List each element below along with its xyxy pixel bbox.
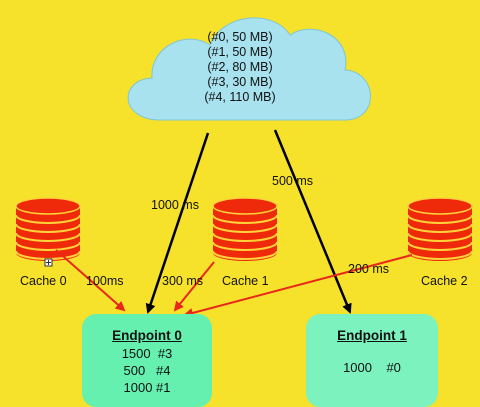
- cache-2-disk-icon: [407, 197, 473, 261]
- anchor-handle-icon: [44, 258, 53, 267]
- disk-ring: [212, 223, 278, 233]
- disk-body: [408, 206, 472, 261]
- cache-1-disk-icon: [212, 197, 278, 261]
- disk-ring: [212, 250, 278, 260]
- disk-top: [15, 197, 81, 215]
- endpoint-0-request-0: 1500 #3: [121, 346, 173, 361]
- cloud-file-2: (#2, 80 MB): [207, 60, 273, 74]
- cloud-file-0: (#0, 50 MB): [207, 30, 273, 44]
- disk-ring: [15, 241, 81, 251]
- disk-ring: [407, 223, 473, 233]
- endpoint-0-request-1: 500 #4: [123, 363, 171, 378]
- cache-1-label: Cache 1: [222, 274, 269, 288]
- disk-ring: [407, 241, 473, 251]
- latency-cache-2: 200 ms: [348, 262, 389, 276]
- cloud-icon: [127, 17, 371, 121]
- endpoint-1-request-0: 1000 #0: [343, 360, 401, 375]
- cloud-file-4: (#4, 110 MB): [204, 90, 276, 104]
- cache-0-disk-icon: [15, 197, 81, 261]
- disk-ring: [15, 232, 81, 242]
- cache-2-label: Cache 2: [421, 274, 468, 288]
- disk-body: [16, 206, 80, 261]
- endpoint-0-title: Endpoint 0: [112, 328, 182, 343]
- arrow-cache-1-to-endpoint-0: [173, 261, 215, 312]
- endpoint-1-box: Endpoint 1 1000 #0: [306, 314, 438, 407]
- latency-cache-1: 300 ms: [162, 274, 203, 288]
- cloud-file-1: (#1, 50 MB): [207, 45, 273, 59]
- cache-0-label: Cache 0: [20, 274, 67, 288]
- endpoint-0-box: Endpoint 0 1500 #3 500 #4 1000 #1: [82, 314, 212, 407]
- endpoint-0-request-2: 1000 #1: [123, 380, 171, 395]
- latency-cloud-endpoint-0: 1000 ms: [151, 198, 199, 212]
- arrow-cloud-to-endpoint-1: [273, 129, 352, 314]
- arrow-cloud-to-endpoint-0: [145, 132, 210, 314]
- arrow-cache-0-to-endpoint-0: [55, 249, 126, 312]
- disk-ring: [212, 214, 278, 224]
- disk-ring: [15, 223, 81, 233]
- cloud-file-3: (#3, 30 MB): [207, 75, 273, 89]
- endpoint-1-title: Endpoint 1: [337, 328, 407, 343]
- disk-ring: [407, 232, 473, 242]
- disk-ring: [15, 214, 81, 224]
- disk-ring: [212, 232, 278, 242]
- disk-body: [213, 206, 277, 261]
- disk-top: [407, 197, 473, 215]
- disk-top: [212, 197, 278, 215]
- latency-cloud-endpoint-1: 500 ms: [272, 174, 313, 188]
- disk-ring: [212, 241, 278, 251]
- latency-cache-0: 100ms: [86, 274, 124, 288]
- disk-ring: [407, 214, 473, 224]
- cloud-file-list: (#0, 50 MB) (#1, 50 MB) (#2, 80 MB) (#3,…: [180, 30, 300, 105]
- arrow-cache-2-to-endpoint-0: [183, 254, 413, 318]
